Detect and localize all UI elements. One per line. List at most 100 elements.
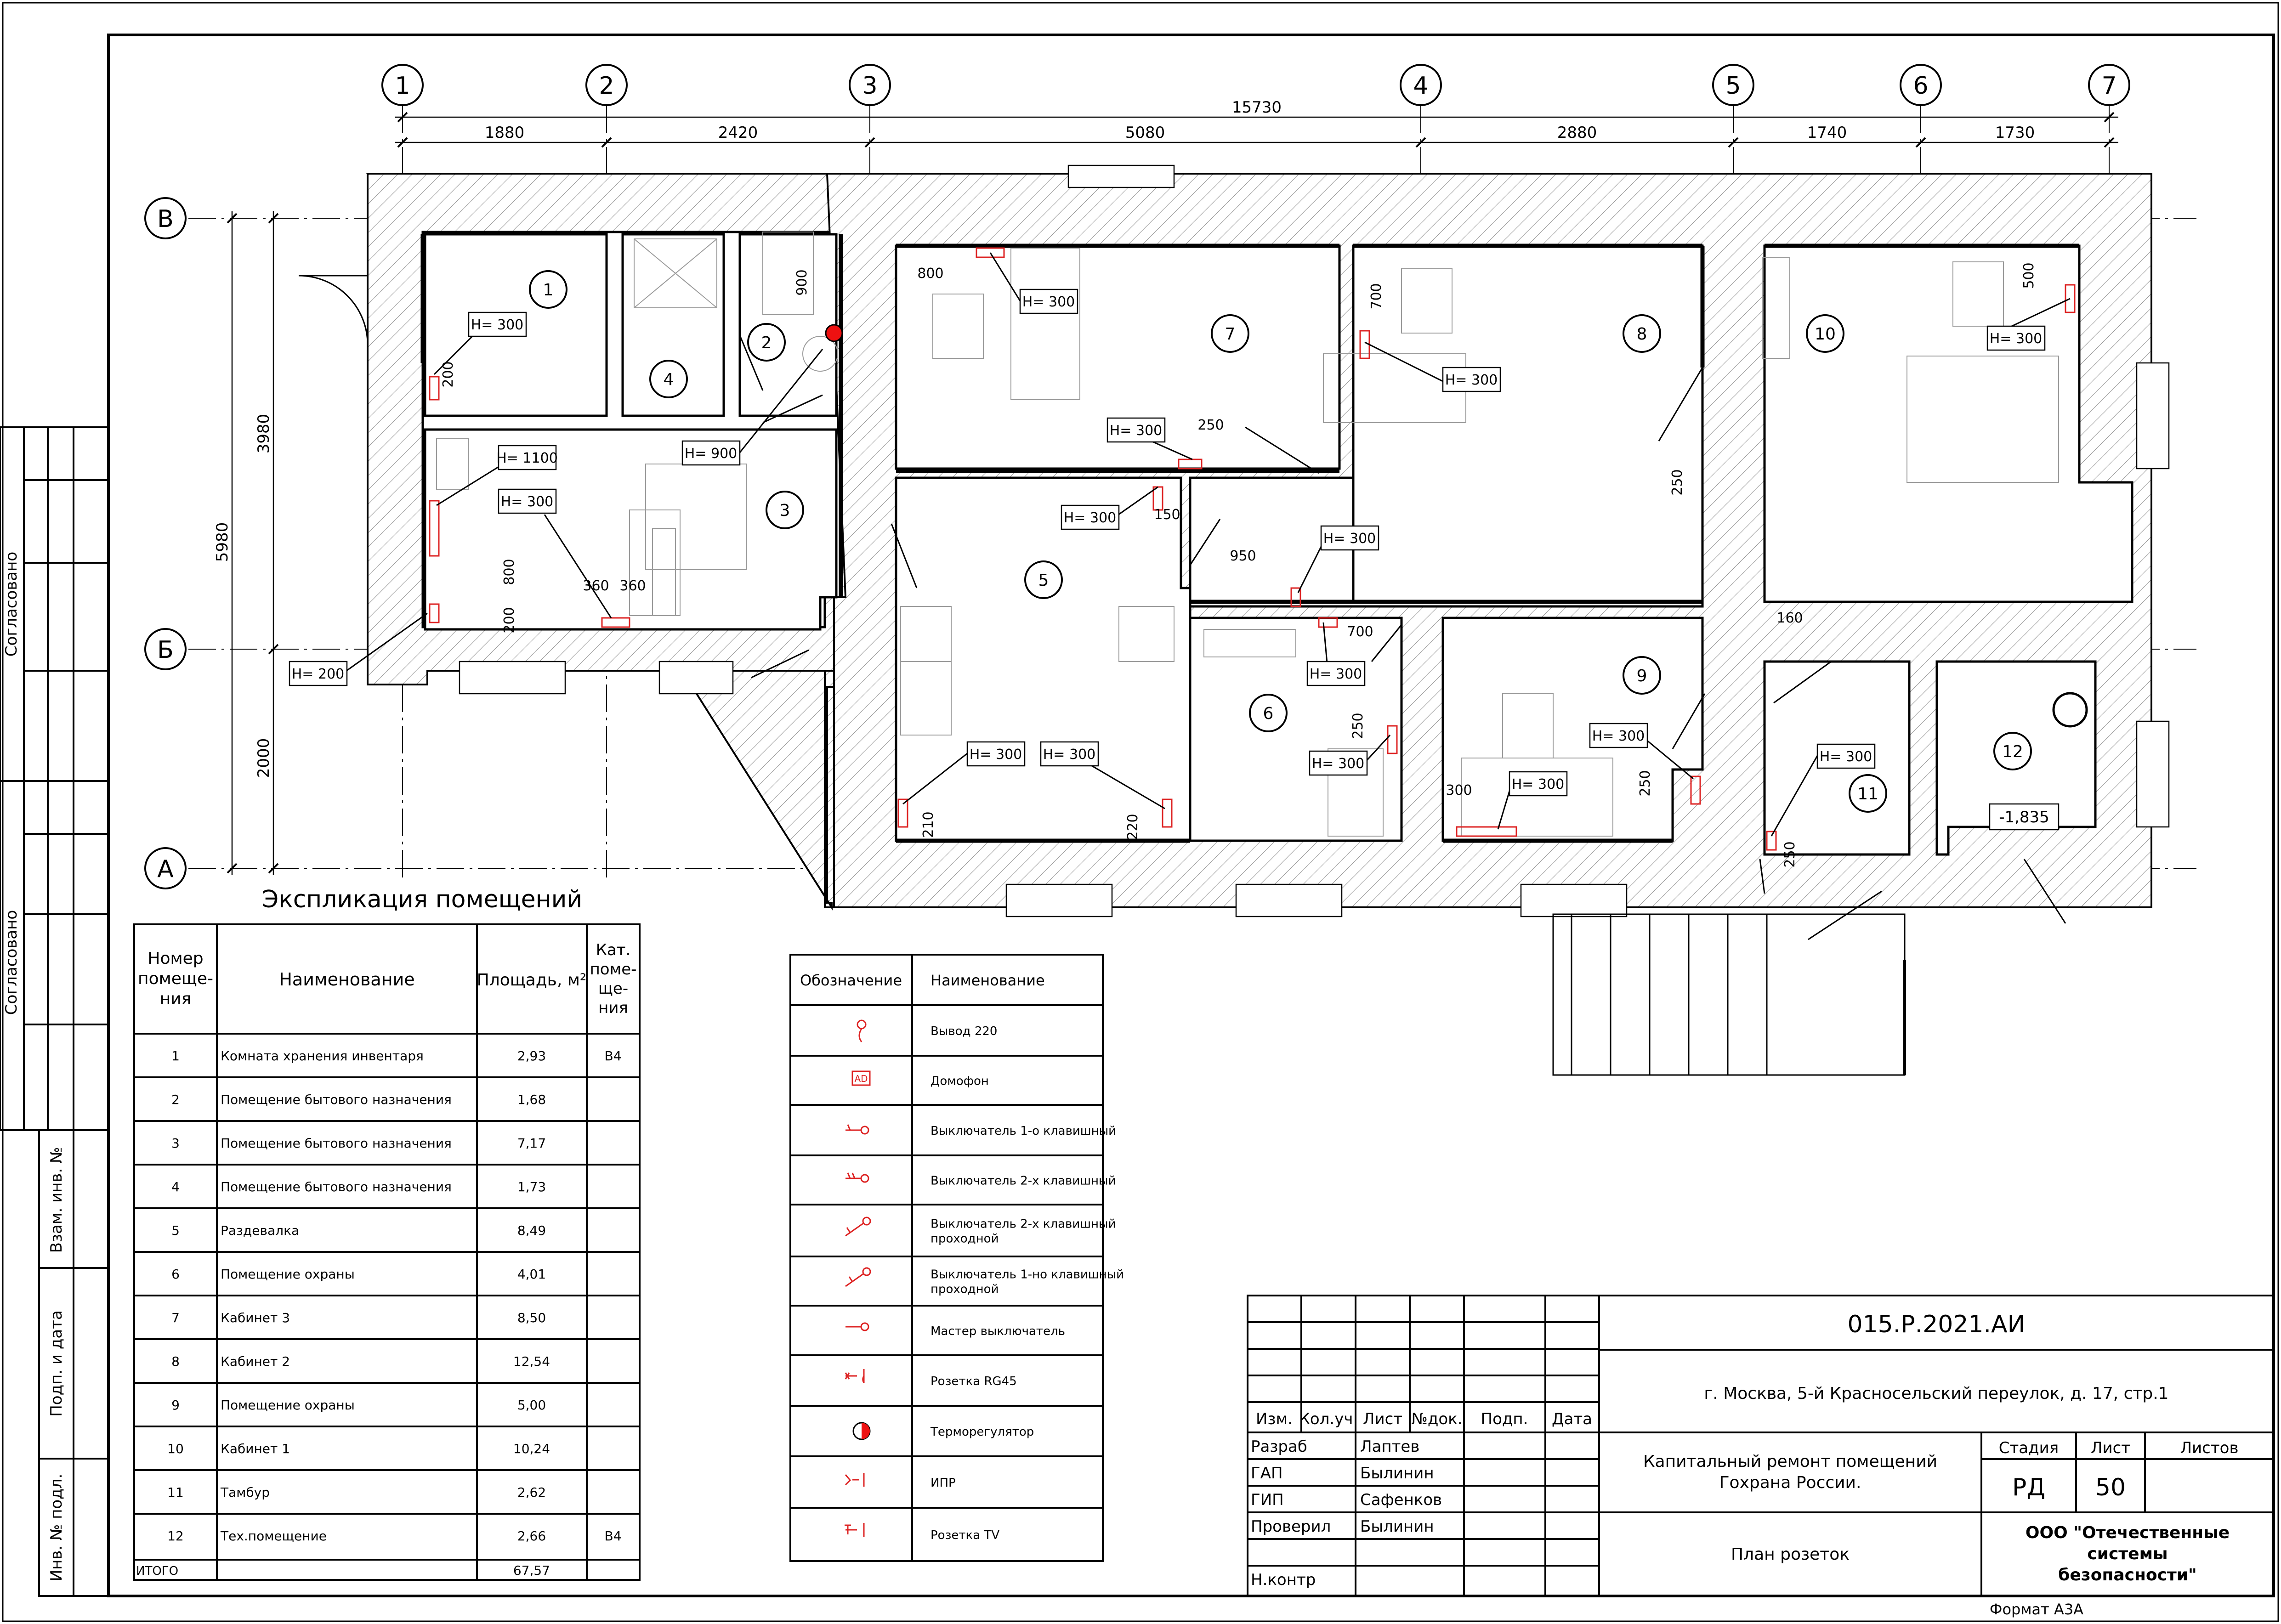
small-dim-700a: 700 bbox=[1368, 283, 1384, 309]
explication-row-name: Помещение охраны bbox=[221, 1398, 355, 1413]
ipr-icon bbox=[845, 1473, 865, 1487]
h-label-r5a: H= 300 bbox=[1064, 510, 1117, 526]
room-8: 8 bbox=[1637, 325, 1647, 344]
room-7: 7 bbox=[1225, 325, 1236, 344]
explication-row-area: 2,62 bbox=[517, 1485, 546, 1500]
tb-name-2: Былинин bbox=[1360, 1464, 1434, 1483]
axis-col-2: 2 bbox=[599, 72, 614, 100]
legend-row-name: Выключатель 2-х клавишный bbox=[931, 1217, 1116, 1231]
explication-row-name: Помещение бытового назначения bbox=[221, 1136, 452, 1151]
dimension-chain-top bbox=[395, 112, 2118, 148]
switch-1-icon bbox=[845, 1124, 869, 1135]
tb-col-list: Лист bbox=[1363, 1410, 1402, 1428]
explication-row-num: 4 bbox=[171, 1179, 180, 1194]
room-9: 9 bbox=[1637, 667, 1647, 685]
wall-outlines bbox=[420, 234, 2079, 843]
explication-header-num: Номер помеще-ния bbox=[138, 949, 213, 1008]
tb-format: Формат А3А bbox=[1990, 1601, 2083, 1618]
room-11: 11 bbox=[1857, 785, 1878, 804]
h-label-r1: H= 300 bbox=[471, 317, 524, 333]
room-4: 4 bbox=[664, 370, 674, 389]
explication-row-name: Помещение охраны bbox=[221, 1267, 355, 1282]
axis-col-3: 3 bbox=[862, 72, 877, 100]
h-label-r7: H= 300 bbox=[1022, 294, 1075, 310]
dim-left-total: 5980 bbox=[213, 522, 232, 562]
explication-row-area: 2,93 bbox=[517, 1048, 546, 1064]
title-code: 015.Р.2021.АИ bbox=[1847, 1311, 2025, 1338]
explication-row-area: 8,49 bbox=[517, 1223, 546, 1238]
room-3: 3 bbox=[780, 501, 790, 520]
explication-row-name: Раздевалка bbox=[221, 1223, 299, 1238]
thermostat-icon-fill bbox=[862, 1423, 870, 1439]
tb-col-doc: №док. bbox=[1411, 1410, 1462, 1428]
h-label-r5b: H= 300 bbox=[970, 747, 1022, 763]
intercom-symbol: АD bbox=[854, 1073, 868, 1084]
h-label-r11: H= 300 bbox=[1820, 749, 1872, 765]
small-dim-900: 900 bbox=[794, 269, 810, 295]
small-dim-360a: 360 bbox=[583, 578, 609, 594]
room-2: 2 bbox=[761, 334, 772, 352]
tb-role-6: Н.контр bbox=[1251, 1571, 1316, 1589]
explication-row-name: Кабинет 2 bbox=[221, 1354, 290, 1369]
h-boxes bbox=[289, 289, 2046, 797]
intercom-icon bbox=[851, 1070, 871, 1086]
dim-top-4: 2880 bbox=[1557, 124, 1597, 142]
small-dim-160: 160 bbox=[1776, 610, 1803, 626]
doors bbox=[298, 275, 2066, 940]
tb-role-2: ГАП bbox=[1251, 1464, 1283, 1483]
axis-col-7: 7 bbox=[2101, 72, 2116, 100]
axis-row-a: А bbox=[157, 855, 174, 883]
explication-row-cat: В4 bbox=[604, 1528, 621, 1544]
dim-top-2: 2420 bbox=[718, 124, 758, 142]
axis-col-6: 6 bbox=[1913, 72, 1928, 100]
small-dim-150: 150 bbox=[1154, 507, 1180, 523]
legend-grid bbox=[789, 954, 1104, 1562]
dim-top-5: 1740 bbox=[1807, 124, 1847, 142]
small-dim-500: 500 bbox=[2021, 262, 2037, 289]
tb-sheet-label: Лист bbox=[2091, 1439, 2130, 1457]
explication-row-num: 1 bbox=[171, 1048, 180, 1064]
stamp-inv-orig: Инв. № подл. bbox=[47, 1474, 66, 1582]
explication-row-area: 2,66 bbox=[517, 1528, 546, 1544]
stamp-inv-replace: Взам. инв. № bbox=[47, 1147, 66, 1253]
axis-bubbles-rows bbox=[144, 197, 187, 889]
socket-tv-icon bbox=[845, 1523, 865, 1537]
outlet-symbols bbox=[429, 247, 2076, 851]
dim-left-2: 2000 bbox=[255, 738, 273, 778]
h-label-r6b: H= 300 bbox=[1312, 756, 1365, 772]
master-switch-icon bbox=[845, 1322, 869, 1331]
legend-row-name: проходной bbox=[931, 1283, 999, 1296]
h-label-r9a: H= 300 bbox=[1512, 776, 1565, 792]
room-bubbles bbox=[529, 270, 2032, 813]
explication-row-num: 8 bbox=[171, 1354, 180, 1369]
legend-row-name: Мастер выключатель bbox=[931, 1324, 1065, 1338]
small-dim-950: 950 bbox=[1230, 548, 1256, 564]
level-mark: -1,835 bbox=[1999, 808, 2049, 826]
title-address: г. Москва, 5-й Красносельский переулок, … bbox=[1704, 1384, 2168, 1403]
h-label-r5c: H= 300 bbox=[1043, 747, 1096, 763]
axis-row-b: Б bbox=[157, 636, 174, 664]
tb-role-4: Проверил bbox=[1251, 1517, 1331, 1536]
stamp-sign-date: Подп. и дата bbox=[47, 1310, 66, 1417]
h-label-r7b: H= 300 bbox=[1110, 423, 1163, 439]
small-dim-360b: 360 bbox=[619, 578, 646, 594]
room-6: 6 bbox=[1263, 704, 1274, 723]
legend-row-name: проходной bbox=[931, 1232, 999, 1246]
explication-row-num: 2 bbox=[171, 1092, 180, 1107]
explication-title: Экспликация помещений bbox=[262, 886, 582, 913]
legend-header-name: Наименование bbox=[931, 972, 1045, 989]
dimension-chain-left bbox=[227, 211, 279, 875]
level-mark-box bbox=[1989, 803, 2060, 831]
axis-row-v: В bbox=[157, 205, 174, 233]
explication-row-num: 3 bbox=[171, 1136, 180, 1151]
axis-col-4: 4 bbox=[1413, 72, 1428, 100]
explication-header-area: Площадь, м² bbox=[477, 971, 587, 990]
tb-name-3: Сафенков bbox=[1360, 1491, 1442, 1509]
thermostat-marker-icon bbox=[825, 324, 843, 342]
switch-2-icon bbox=[845, 1172, 869, 1183]
tb-plan-name: План розеток bbox=[1731, 1545, 1850, 1564]
legend-row-name: Розетка RG45 bbox=[931, 1375, 1017, 1388]
dim-total: 15730 bbox=[1232, 98, 1282, 117]
